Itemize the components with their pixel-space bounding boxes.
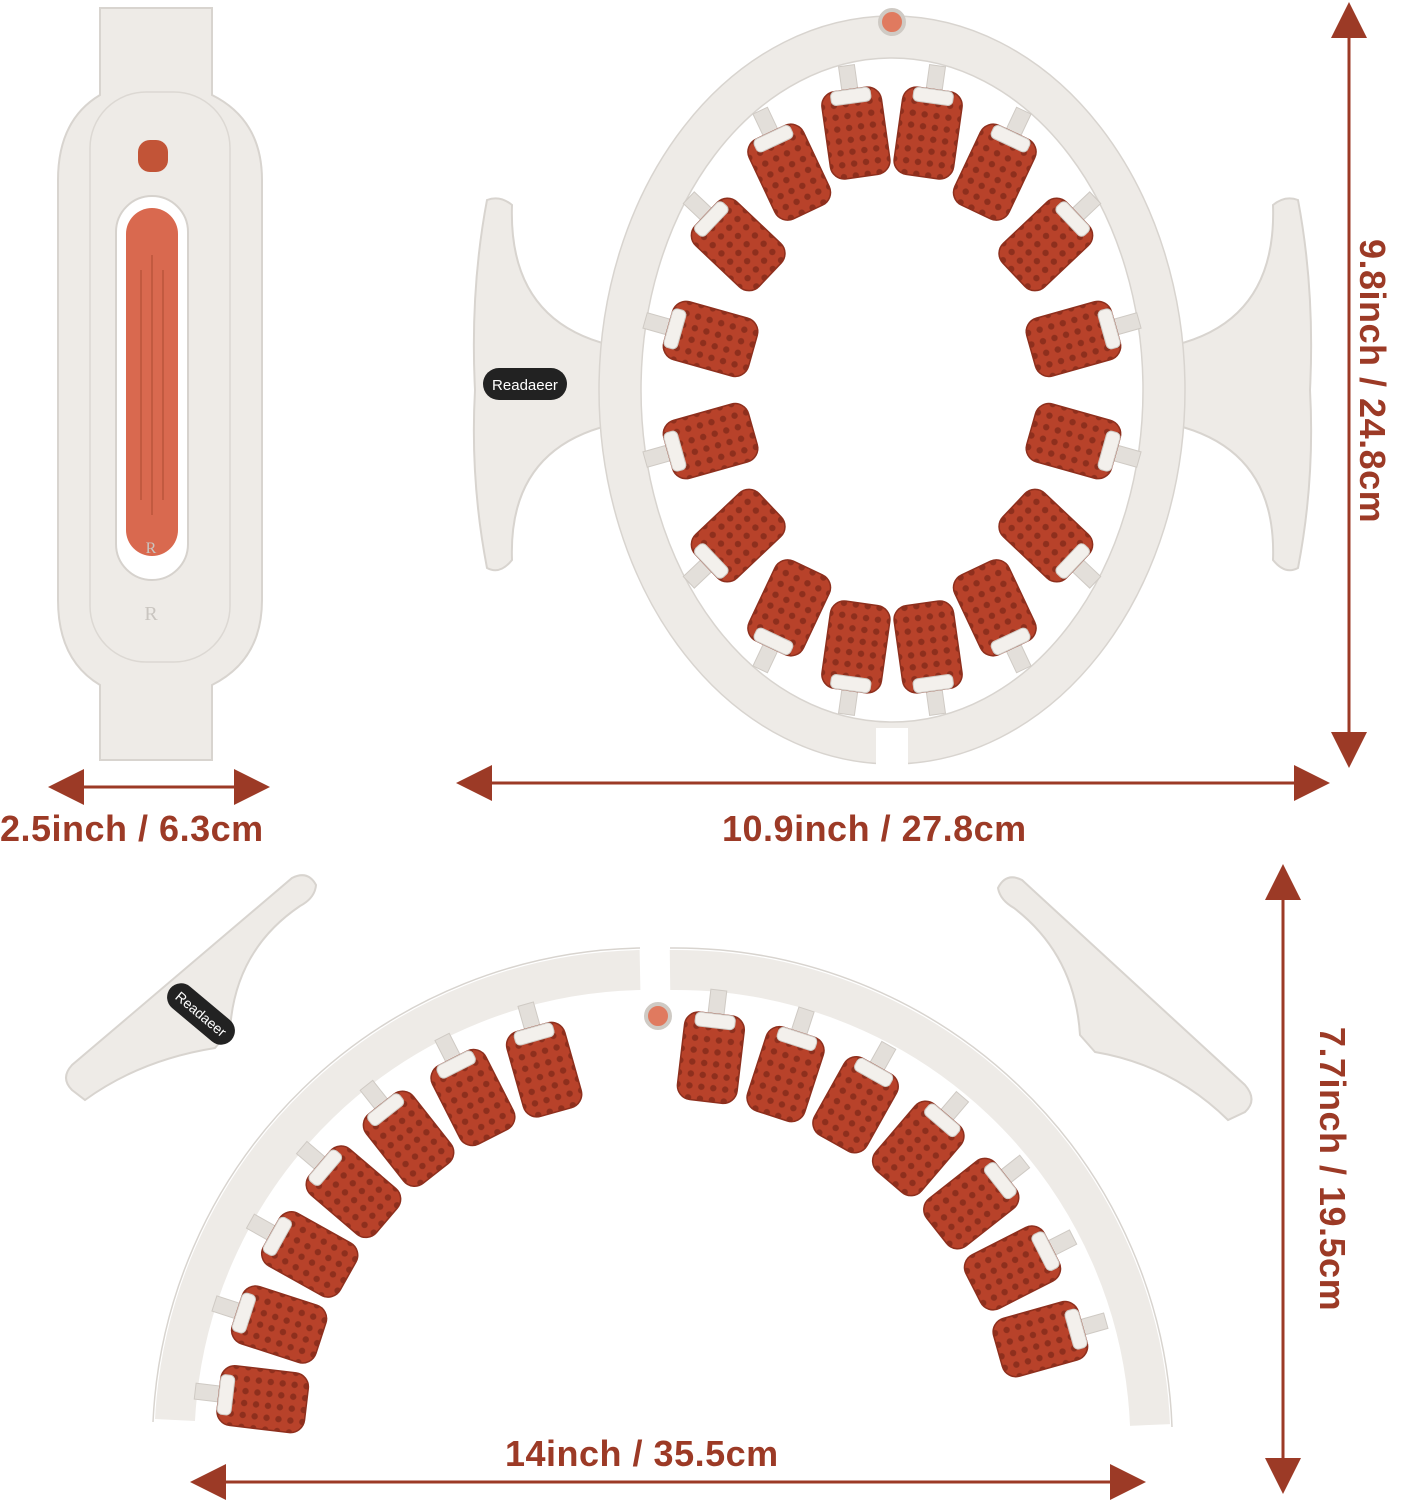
bottom-height-label: 7.7inch / 19.5cm	[1312, 1026, 1353, 1312]
bottom-roller	[245, 1211, 359, 1298]
bottom-right-handle	[996, 876, 1253, 1122]
top-roller	[642, 300, 759, 378]
bottom-roller	[505, 1001, 583, 1118]
top-roller	[682, 488, 786, 589]
top-roller	[998, 191, 1102, 292]
bottom-view: Readaeer	[65, 874, 1253, 1434]
bottom-roller	[295, 1140, 402, 1239]
top-roller	[1025, 300, 1142, 378]
bottom-roller	[359, 1079, 455, 1187]
top-roller	[893, 64, 963, 180]
bottom-roller	[676, 988, 746, 1105]
top-roller	[642, 402, 759, 480]
brand-label-top: Readaeer	[492, 377, 558, 394]
top-rollers	[642, 64, 1142, 716]
bottom-knob	[644, 1002, 672, 1030]
bottom-roller	[430, 1032, 516, 1147]
bottom-width-label: 14inch / 35.5cm	[505, 1433, 779, 1474]
top-width-label: 10.9inch / 27.8cm	[722, 808, 1027, 849]
top-roller	[747, 106, 832, 221]
right-handle	[1174, 197, 1313, 572]
bottom-roller	[193, 1364, 310, 1434]
top-roller	[821, 600, 891, 716]
bottom-roller	[963, 1225, 1078, 1311]
top-ring	[599, 16, 1185, 764]
bottom-roller	[211, 1285, 328, 1364]
side-view-base-letter: R	[144, 603, 158, 625]
top-roller	[682, 191, 786, 292]
bottom-left-arc	[155, 950, 641, 1422]
bottom-roller	[923, 1154, 1031, 1250]
top-roller	[747, 559, 832, 674]
side-view: R R	[57, 7, 263, 761]
top-roller	[952, 106, 1037, 221]
top-roller	[1025, 402, 1142, 480]
side-width-label: 2.5inch / 6.3cm	[0, 808, 264, 849]
brand-badge-top: Readaeer	[483, 368, 567, 400]
bottom-roller	[812, 1040, 899, 1154]
top-roller	[821, 64, 891, 180]
top-ring-knob	[878, 8, 906, 36]
bottom-roller	[992, 1300, 1109, 1378]
top-roller	[952, 559, 1037, 674]
side-view-handle-letter: R	[146, 540, 157, 557]
bottom-right-arc	[669, 949, 1170, 1426]
top-roller	[998, 488, 1102, 589]
top-view: Readaeer	[472, 8, 1313, 768]
top-height-label: 9.8inch / 24.8cm	[1352, 239, 1393, 524]
top-roller	[893, 600, 963, 716]
side-view-button	[138, 140, 168, 172]
bottom-roller	[871, 1090, 970, 1197]
bottom-roller	[746, 1006, 825, 1123]
bottom-rollers	[193, 988, 1109, 1434]
